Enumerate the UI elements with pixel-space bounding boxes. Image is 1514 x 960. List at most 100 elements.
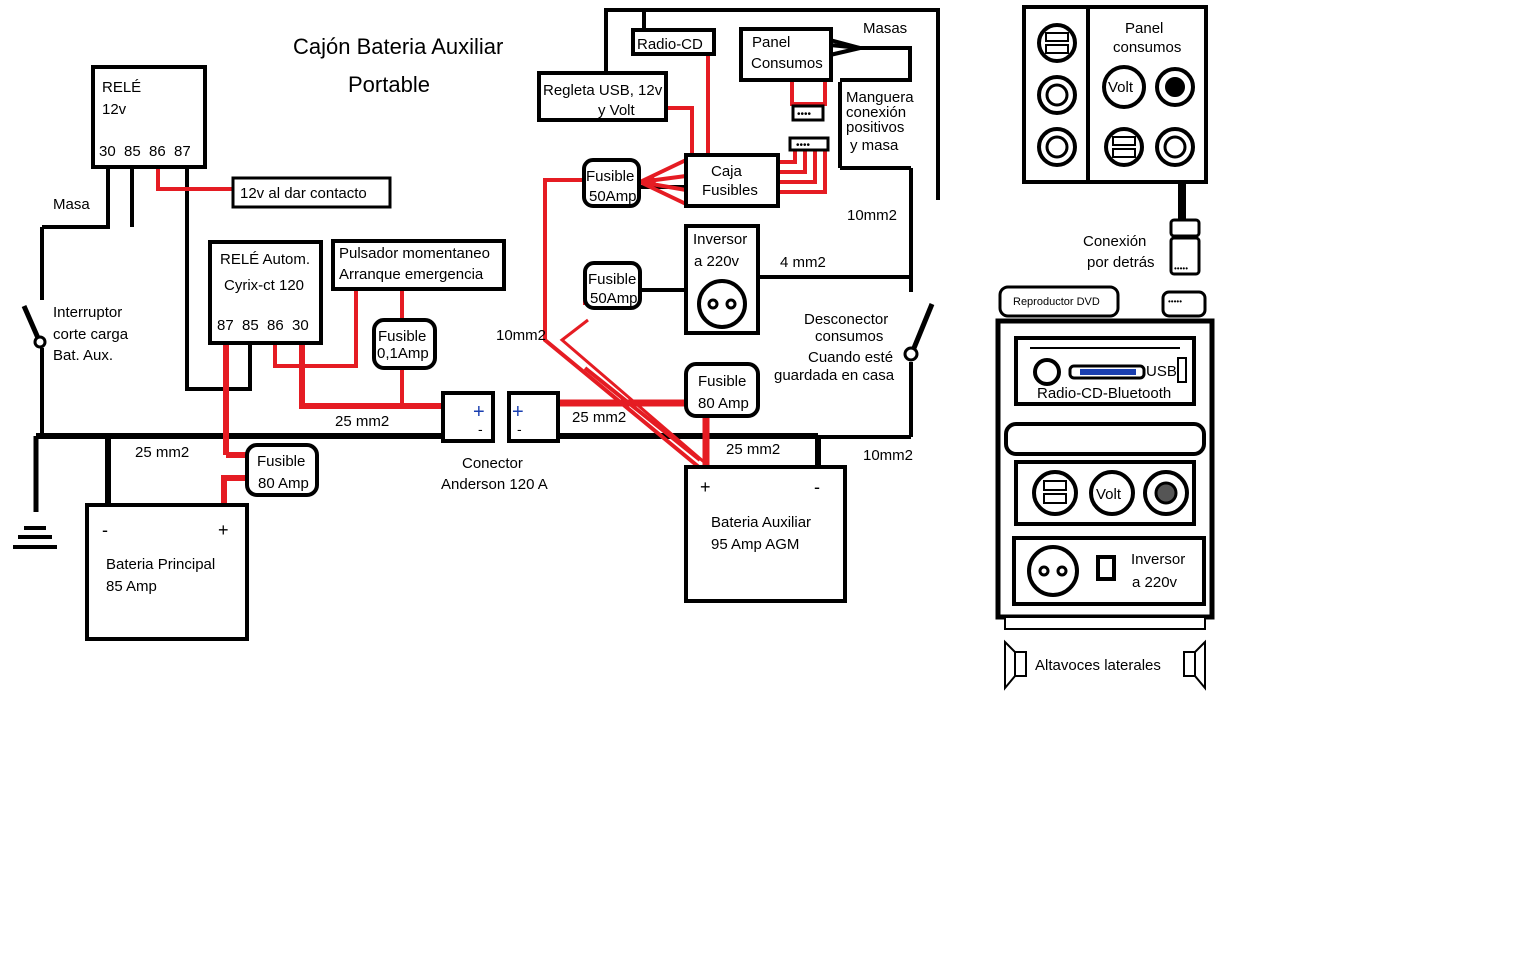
manguera-line4: y masa: [850, 137, 899, 154]
usb-socket-icon: [1104, 127, 1144, 167]
anderson-label-line1: Conector: [462, 455, 523, 472]
fusible-50-top-line2: 50Amp: [589, 188, 637, 205]
cable-10-b-label: 10mm2: [863, 447, 913, 464]
anderson-right-minus-icon: -: [517, 421, 522, 437]
reproductor-dvd-label: Reproductor DVD: [1013, 296, 1100, 308]
inversor-box: Inversor a 220v: [684, 224, 760, 335]
fusible-50-top-line1: Fusible: [586, 168, 634, 185]
interruptor-line1: Interruptor: [53, 304, 122, 321]
caja-fusibles-line2: Fusibles: [702, 182, 758, 199]
fusible-50-top: Fusible 50Amp: [582, 158, 641, 208]
radio-cd-label: Radio-CD: [637, 36, 703, 53]
svg-text:••••: ••••: [796, 140, 811, 151]
inversor-front-line2: a 220v: [1132, 574, 1178, 591]
inverter-switch-icon: [1096, 555, 1116, 581]
fusible-80-aux: Fusible 80 Amp: [684, 362, 760, 418]
cable-10-c-label: 10mm2: [847, 207, 897, 224]
fusible-01-amp: Fusible 0,1Amp: [372, 318, 437, 370]
socket-220v-icon: [1027, 545, 1079, 597]
svg-text:•••••: •••••: [1168, 297, 1182, 306]
interruptor-line3: Bat. Aux.: [53, 347, 113, 364]
cable-25-bat-label: 25 mm2: [726, 441, 780, 458]
rele-12v-pins: 30 85 86 87: [99, 143, 191, 160]
panel-right-line1: Panel: [1125, 20, 1163, 37]
caja-fusibles: Caja Fusibles: [684, 153, 780, 208]
diagram-title-line2: Portable: [348, 72, 430, 97]
rele-auto-line2: Cyrix-ct 120: [224, 277, 304, 294]
speaker-left-icon: [1004, 639, 1016, 691]
manguera-line1: Manguera: [846, 89, 914, 106]
panel-volt-label: Volt: [1108, 79, 1134, 96]
masa-left-label: Masa: [53, 196, 90, 213]
dvd-slot: [1004, 422, 1206, 456]
rele-12v-name: RELÉ: [102, 79, 141, 96]
contacto-label-box: 12v al dar contacto: [231, 176, 392, 209]
bateria-principal-line1: Bateria Principal: [106, 556, 215, 573]
regleta-line1: Regleta USB, 12v: [543, 82, 663, 99]
red-wiring: [156, 55, 827, 510]
cable-25-right-label: 25 mm2: [572, 409, 626, 426]
panel-right-line2: consumos: [1113, 39, 1181, 56]
radio-cd-box: Radio-CD: [631, 28, 716, 56]
bateria-aux-plus: +: [700, 477, 711, 497]
panel-consumos-line1: Panel: [752, 34, 790, 51]
cabinet-volt-label: Volt: [1096, 486, 1122, 503]
desconector-switch: Desconector consumos Cuando esté guardad…: [774, 303, 935, 384]
black-wiring: [13, 8, 940, 549]
fusible-50-inv-line1: Fusible: [588, 271, 636, 288]
voltmeter-icon: [1089, 470, 1135, 516]
fusible-80-main: Fusible 80 Amp: [245, 443, 319, 497]
radio-bt-label: Radio-CD-Bluetooth: [1037, 385, 1171, 402]
cable-25-mid-label: 25 mm2: [335, 413, 389, 430]
bateria-aux-line1: Bateria Auxiliar: [711, 514, 811, 531]
altavoces-label: Altavoces laterales: [1035, 657, 1161, 674]
usb-label: USB: [1146, 363, 1177, 380]
anderson-right-plus-icon: +: [512, 401, 524, 423]
caja-fusibles-line1: Caja: [711, 163, 743, 180]
speaker-right-icon: [1194, 639, 1206, 691]
rele-auto-pins: 87 85 86 30: [217, 317, 309, 334]
bateria-principal-plus: +: [218, 520, 229, 540]
inversor-front-line1: Inversor: [1131, 551, 1185, 568]
pulsador-line2: Arranque emergencia: [339, 266, 484, 283]
cable-10-a-label: 10mm2: [496, 327, 546, 344]
regleta-line2: y Volt: [598, 102, 636, 119]
rele-auto-line1: RELÉ Autom.: [220, 251, 310, 268]
pulsador-box: Pulsador momentaneo Arranque emergencia: [331, 239, 506, 291]
socket-icon: [697, 279, 747, 329]
fusible-01-line1: Fusible: [378, 328, 426, 345]
manguera-connector: •••• •••• Manguera conexión positivos y …: [788, 89, 914, 154]
desconector-line1: Desconector: [804, 311, 888, 328]
cable-25-left-label: 25 mm2: [135, 444, 189, 461]
cable-4-label: 4 mm2: [780, 254, 826, 271]
conexion-line2: por detrás: [1087, 254, 1155, 271]
rele-12v-voltage: 12v: [102, 101, 127, 118]
fusible-01-line2: 0,1Amp: [377, 345, 429, 362]
rele-automatico: RELÉ Autom. Cyrix-ct 120 87 85 86 30: [208, 240, 323, 345]
inversor-line2: a 220v: [694, 253, 740, 270]
manguera-line3: positivos: [846, 119, 904, 136]
masas-label: Masas: [863, 20, 907, 37]
manguera-line2: conexión: [846, 104, 906, 121]
radio-knob-icon: [1033, 358, 1061, 386]
cabinet-front: Reproductor DVD ••••• USB Radio-CD-Bluet…: [995, 285, 1215, 691]
fusible-80-aux-line1: Fusible: [698, 373, 746, 390]
bateria-principal: - + Bateria Principal 85 Amp: [85, 503, 249, 641]
interruptor-line2: corte carga: [53, 326, 129, 343]
fusible-80-main-line1: Fusible: [257, 453, 305, 470]
fusible-50-inv-line2: 50Amp: [590, 290, 638, 307]
usb-socket-icon: [1037, 23, 1077, 63]
anderson-left-plus-icon: +: [473, 401, 485, 423]
inversor-line1: Inversor: [693, 231, 747, 248]
rele-12v: RELÉ 12v 30 85 86 87: [91, 65, 207, 169]
desconector-line2: consumos: [815, 328, 883, 345]
bateria-auxiliar: + - Bateria Auxiliar 95 Amp AGM: [684, 465, 847, 603]
svg-text:•••••: •••••: [1174, 264, 1188, 273]
bateria-aux-minus: -: [814, 477, 820, 497]
anderson-left-minus-icon: -: [478, 421, 483, 437]
bateria-aux-line2: 95 Amp AGM: [711, 536, 799, 553]
svg-text:••••: ••••: [797, 109, 812, 120]
anderson-connector: + - + - Conector Anderson 120 A: [441, 391, 560, 493]
voltmeter-icon: [1102, 65, 1146, 109]
